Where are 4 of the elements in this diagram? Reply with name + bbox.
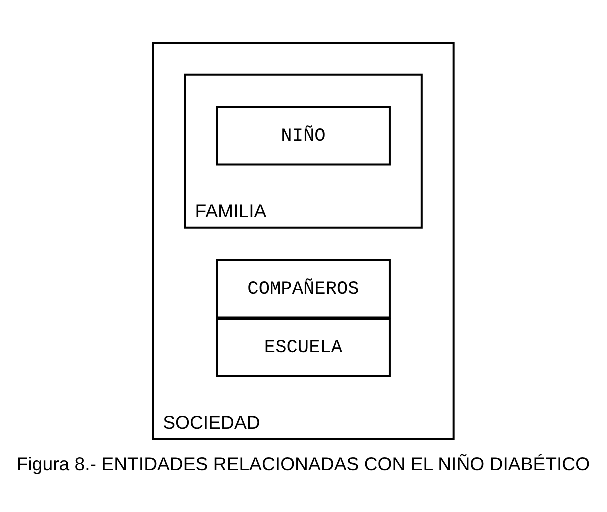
caption: Figura 8.- ENTIDADES RELACIONADAS CON EL NIÑO DIABÉTICO: [16, 452, 590, 474]
node-box: COMPAÑEROS: [216, 259, 391, 318]
node-box: ESCUELA: [216, 318, 391, 377]
node-box: NIÑO: [216, 106, 391, 166]
